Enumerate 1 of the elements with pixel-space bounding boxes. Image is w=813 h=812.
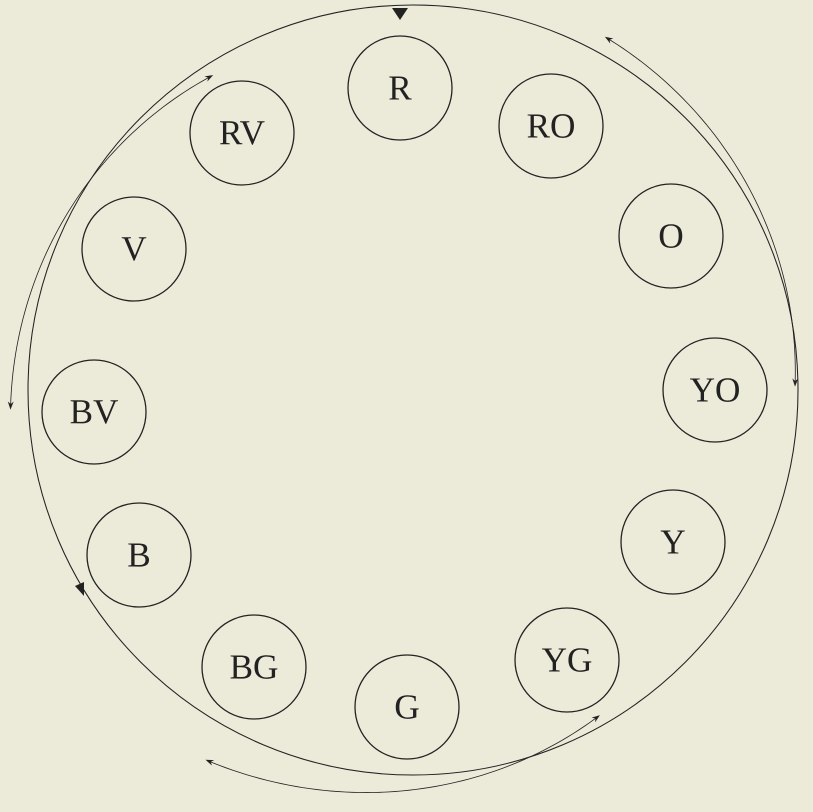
large-circle bbox=[27, 4, 799, 776]
